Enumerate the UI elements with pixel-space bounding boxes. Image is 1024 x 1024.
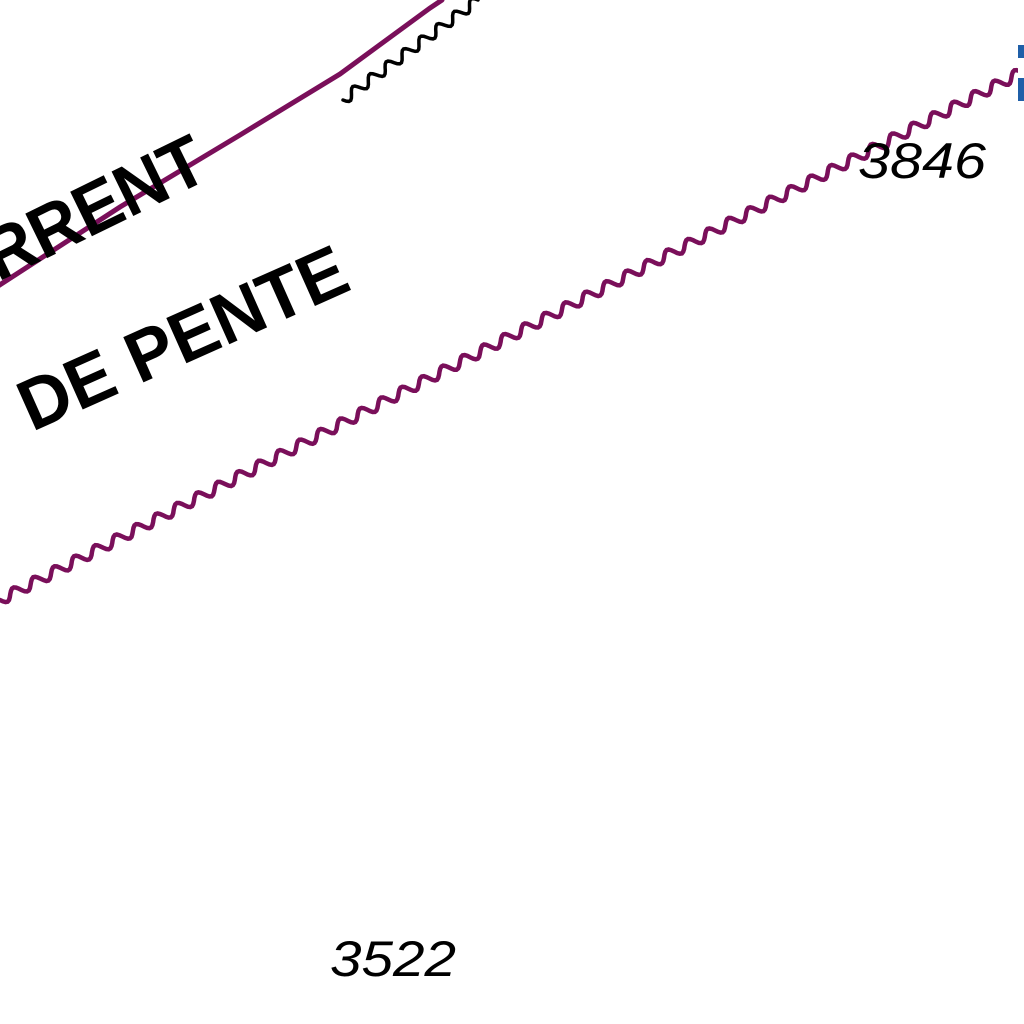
label-current: RRENT bbox=[0, 120, 219, 296]
straight-boundary-line bbox=[0, 0, 445, 288]
sounding-3522: 3522 bbox=[330, 931, 456, 987]
magenta-wavy-boundary bbox=[0, 67, 1024, 605]
sounding-3846: 3846 bbox=[858, 133, 986, 189]
black-wavy-line bbox=[341, 0, 480, 104]
edge-marker-gap bbox=[1018, 58, 1024, 78]
